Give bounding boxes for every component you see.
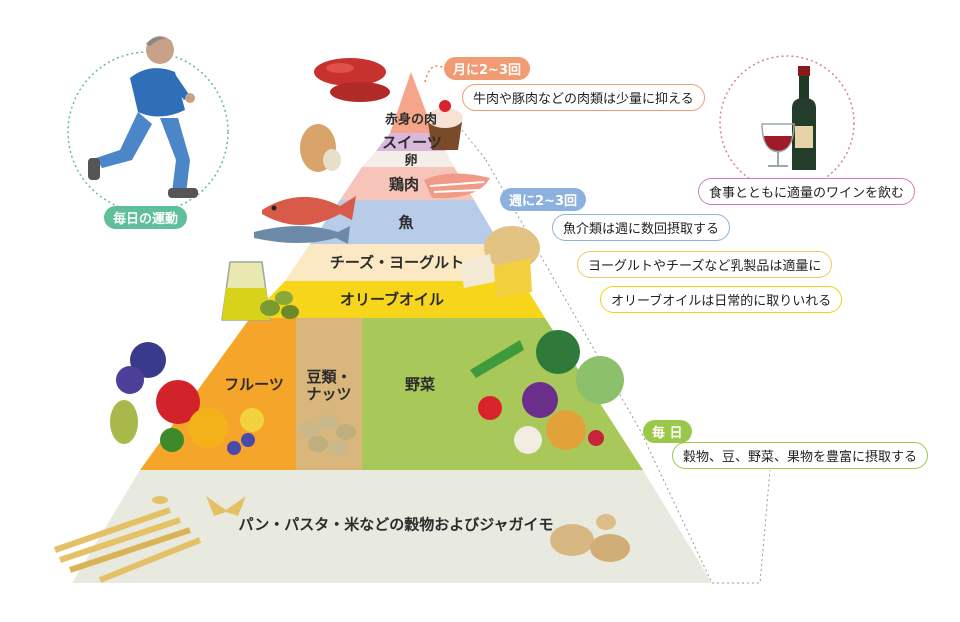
frequency-tag-weekly: 週に2~3回: [500, 188, 586, 211]
fish-icon: [254, 196, 356, 244]
tier-label-poultry: 鶏肉: [388, 175, 420, 194]
connector-daily: [485, 159, 771, 584]
tier-olive-oil-shape: [250, 281, 545, 318]
tier-label-fruits: フルーツ: [224, 375, 284, 394]
tier-label-red-meat: 赤身の肉: [384, 112, 438, 128]
egg-icon: [300, 124, 341, 172]
olive-oil-icon: [221, 261, 299, 321]
pasta-icon: [54, 496, 246, 583]
wine-bottle-icon: [792, 66, 816, 170]
wine-circle: [719, 55, 855, 191]
note-dairy: ヨーグルトやチーズなど乳製品は適量に: [577, 251, 833, 278]
tier-sweets-shape: [376, 133, 446, 151]
note-fish: 魚介類は週に数回摂取する: [552, 214, 731, 241]
red-meat-icon: [314, 58, 390, 102]
tier-label-grains: パン・パスタ・米などの穀物およびジャガイモ: [238, 515, 554, 534]
tier-label-fish: 魚: [398, 213, 414, 232]
tier-label-vegetables: 野菜: [404, 375, 436, 394]
tier-label-beans-nuts: 豆類・ ナッツ: [306, 368, 352, 403]
connector-monthly: [424, 65, 445, 83]
fruits-icon: [110, 342, 264, 455]
chicken-icon: [424, 173, 490, 199]
potato-icon: [550, 514, 630, 562]
note-wine: 食事とともに適量のワインを飲む: [698, 178, 916, 205]
tier-fish-shape: [310, 200, 500, 244]
tier-grains-shape: [72, 470, 712, 583]
tier-label-eggs: 卵: [404, 153, 418, 169]
exercise-label: 毎日の運動: [104, 206, 188, 229]
runner-icon: [88, 36, 198, 198]
note-olive: オリーブオイルは日常的に取りいれる: [600, 286, 843, 313]
connector-meat-side: [461, 129, 487, 161]
tier-label-cheese-yogurt: チーズ・ヨーグルト: [329, 253, 465, 272]
frequency-tag-monthly: 月に2~3回: [444, 57, 530, 80]
beans-nuts-icon: [300, 414, 356, 456]
cheese-icon: [460, 226, 540, 298]
tier-label-sweets: スイーツ: [382, 133, 442, 152]
note-daily: 穀物、豆、野菜、果物を豊富に摂取する: [672, 442, 929, 469]
wine-glass-icon: [761, 123, 795, 167]
tier-meat-shape: [390, 72, 434, 133]
note-meat: 牛肉や豚肉などの肉類は少量に抑える: [462, 84, 705, 111]
frequency-tag-daily: 毎 日: [643, 420, 692, 443]
cupcake-icon: [427, 100, 463, 150]
tier-label-olive-oil: オリーブオイル: [339, 290, 445, 309]
vegetables-icon: [470, 330, 624, 454]
tier-eggs-shape: [362, 151, 454, 167]
